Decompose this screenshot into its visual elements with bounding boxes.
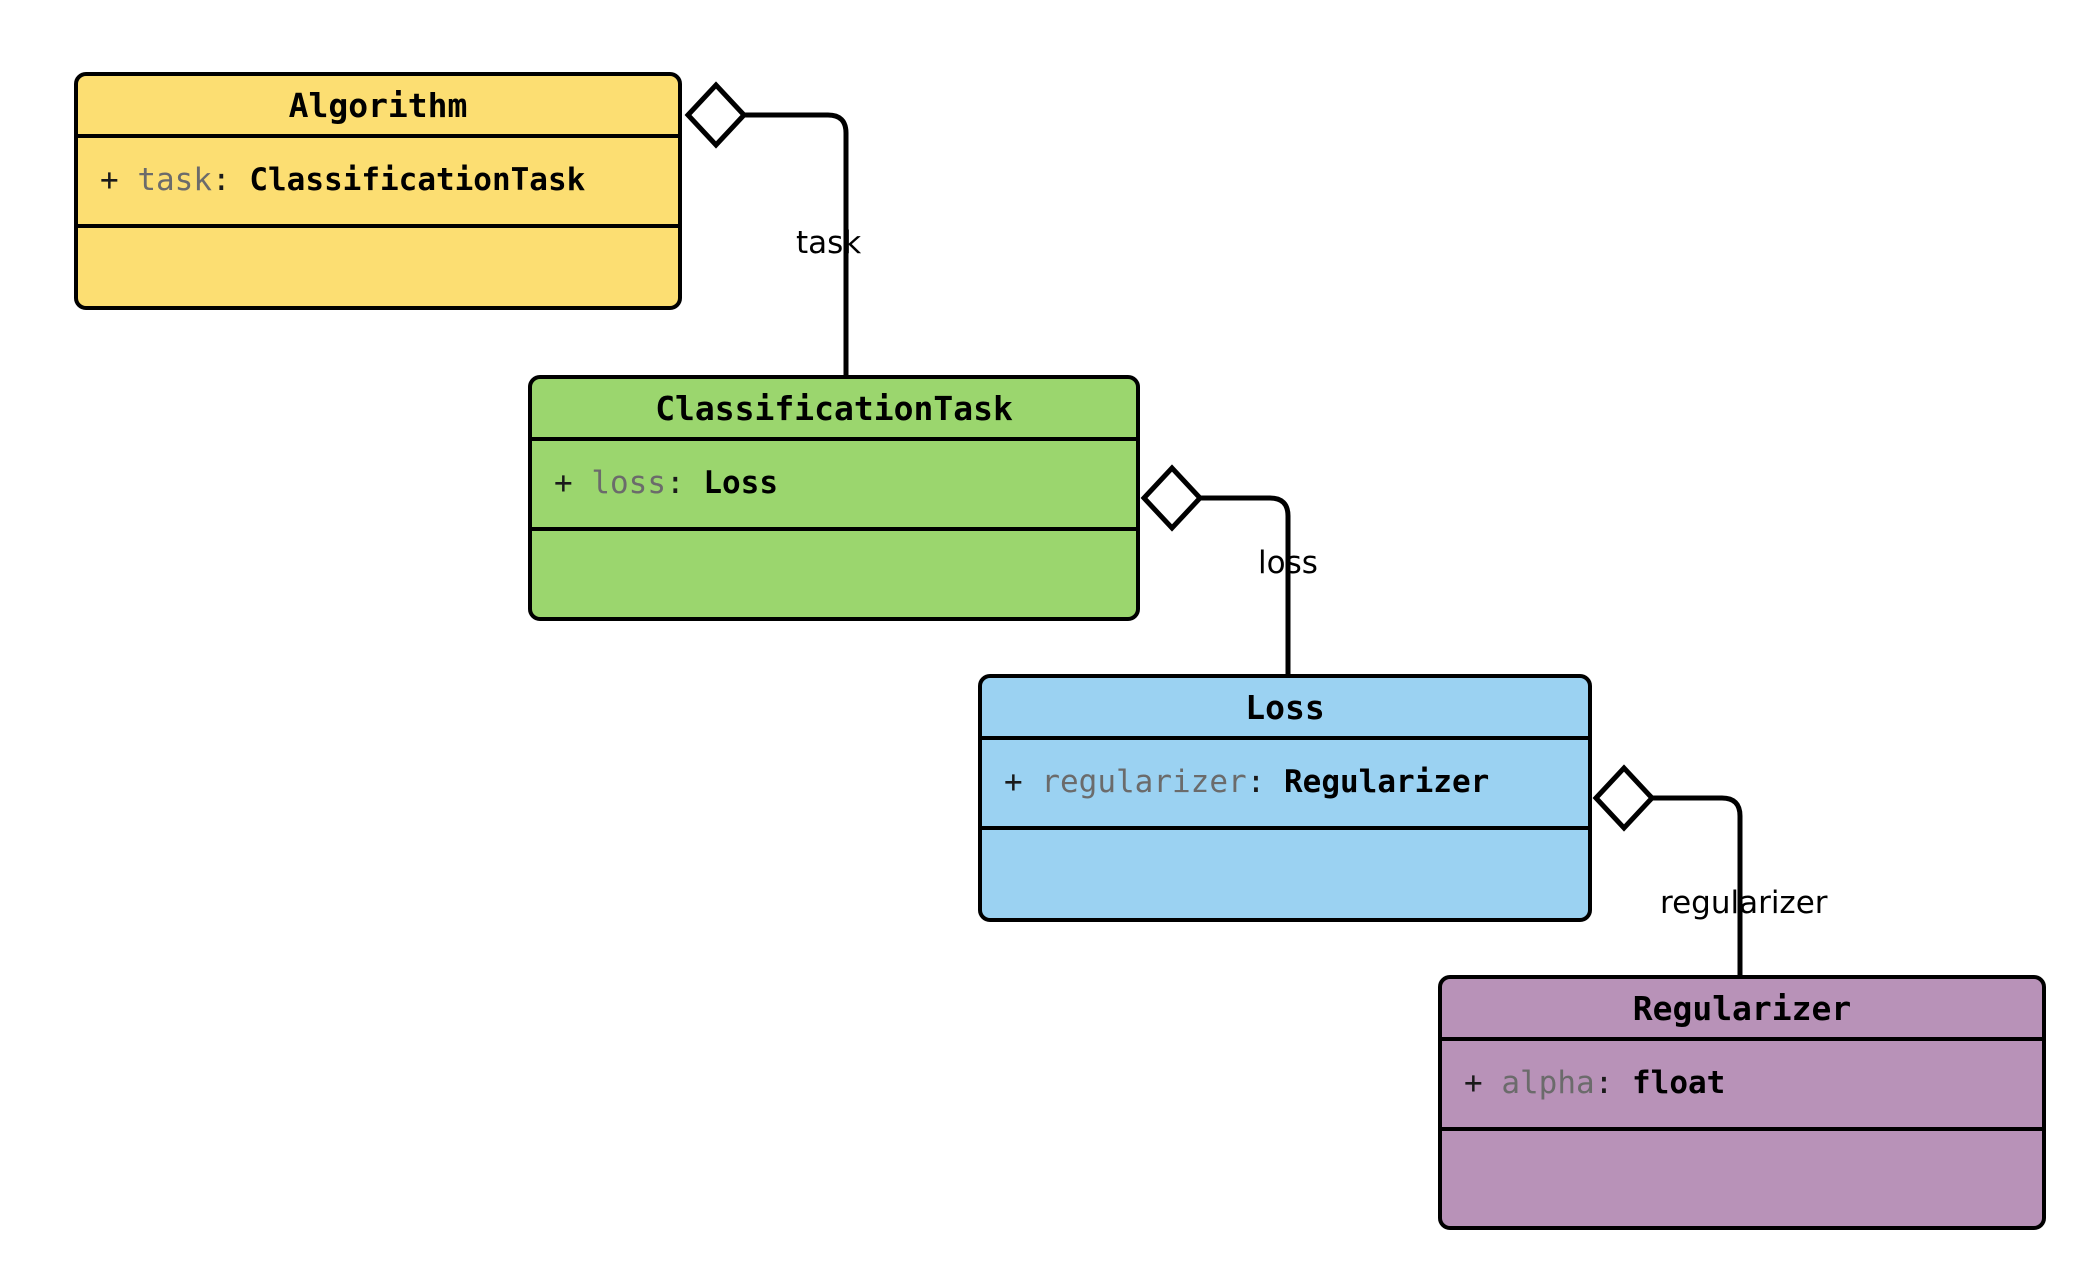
class-attributes-classificationtask: + loss: Loss	[532, 441, 1136, 531]
class-box-classificationtask[interactable]: ClassificationTask + loss: Loss	[528, 375, 1140, 621]
class-attributes-loss: + regularizer: Regularizer	[982, 740, 1588, 830]
attribute-visibility: +	[1464, 1065, 1483, 1102]
attribute-separator: :	[212, 162, 231, 199]
class-methods-regularizer	[1442, 1131, 2042, 1226]
class-attributes-regularizer: + alpha: float	[1442, 1041, 2042, 1131]
class-box-algorithm[interactable]: Algorithm + task: ClassificationTask	[74, 72, 682, 310]
attribute-visibility: +	[1004, 764, 1023, 801]
class-methods-classificationtask	[532, 531, 1136, 617]
relation-label-algorithm-task: task	[796, 225, 862, 261]
attribute-row: + regularizer: Regularizer	[1004, 764, 1588, 801]
attribute-separator: :	[666, 465, 685, 502]
attribute-row: + alpha: float	[1464, 1065, 2042, 1102]
class-box-regularizer[interactable]: Regularizer + alpha: float	[1438, 975, 2046, 1230]
relation-line-task-loss	[1200, 495, 1291, 674]
class-title-algorithm: Algorithm	[78, 76, 678, 138]
attribute-separator: :	[1594, 1065, 1614, 1102]
attribute-type: Regularizer	[1284, 764, 1490, 801]
aggregation-diamond-task-loss	[1140, 464, 1204, 532]
class-title-classificationtask: ClassificationTask	[532, 379, 1136, 441]
attribute-visibility: +	[100, 162, 119, 199]
aggregation-diamond-algorithm-task	[684, 81, 748, 149]
attribute-name: loss	[591, 465, 666, 502]
class-box-loss[interactable]: Loss + regularizer: Regularizer	[978, 674, 1592, 922]
attribute-type: ClassificationTask	[249, 162, 586, 199]
attribute-name: regularizer	[1041, 764, 1247, 801]
attribute-row: + task: ClassificationTask	[100, 162, 678, 199]
attribute-name: task	[137, 162, 212, 199]
class-methods-algorithm	[78, 228, 678, 306]
attribute-visibility: +	[554, 465, 573, 502]
attribute-name: alpha	[1501, 1065, 1595, 1102]
attribute-type: Loss	[703, 465, 778, 502]
aggregation-diamond-loss-regularizer	[1592, 764, 1656, 832]
class-title-regularizer: Regularizer	[1442, 979, 2042, 1041]
class-attributes-algorithm: + task: ClassificationTask	[78, 138, 678, 228]
relation-label-loss-regularizer: regularizer	[1660, 885, 1828, 921]
attribute-row: + loss: Loss	[554, 465, 1136, 502]
class-title-loss: Loss	[982, 678, 1588, 740]
class-methods-loss	[982, 830, 1588, 918]
attribute-type: float	[1632, 1065, 1726, 1102]
relation-label-task-loss: loss	[1258, 545, 1318, 581]
attribute-separator: :	[1246, 764, 1266, 801]
